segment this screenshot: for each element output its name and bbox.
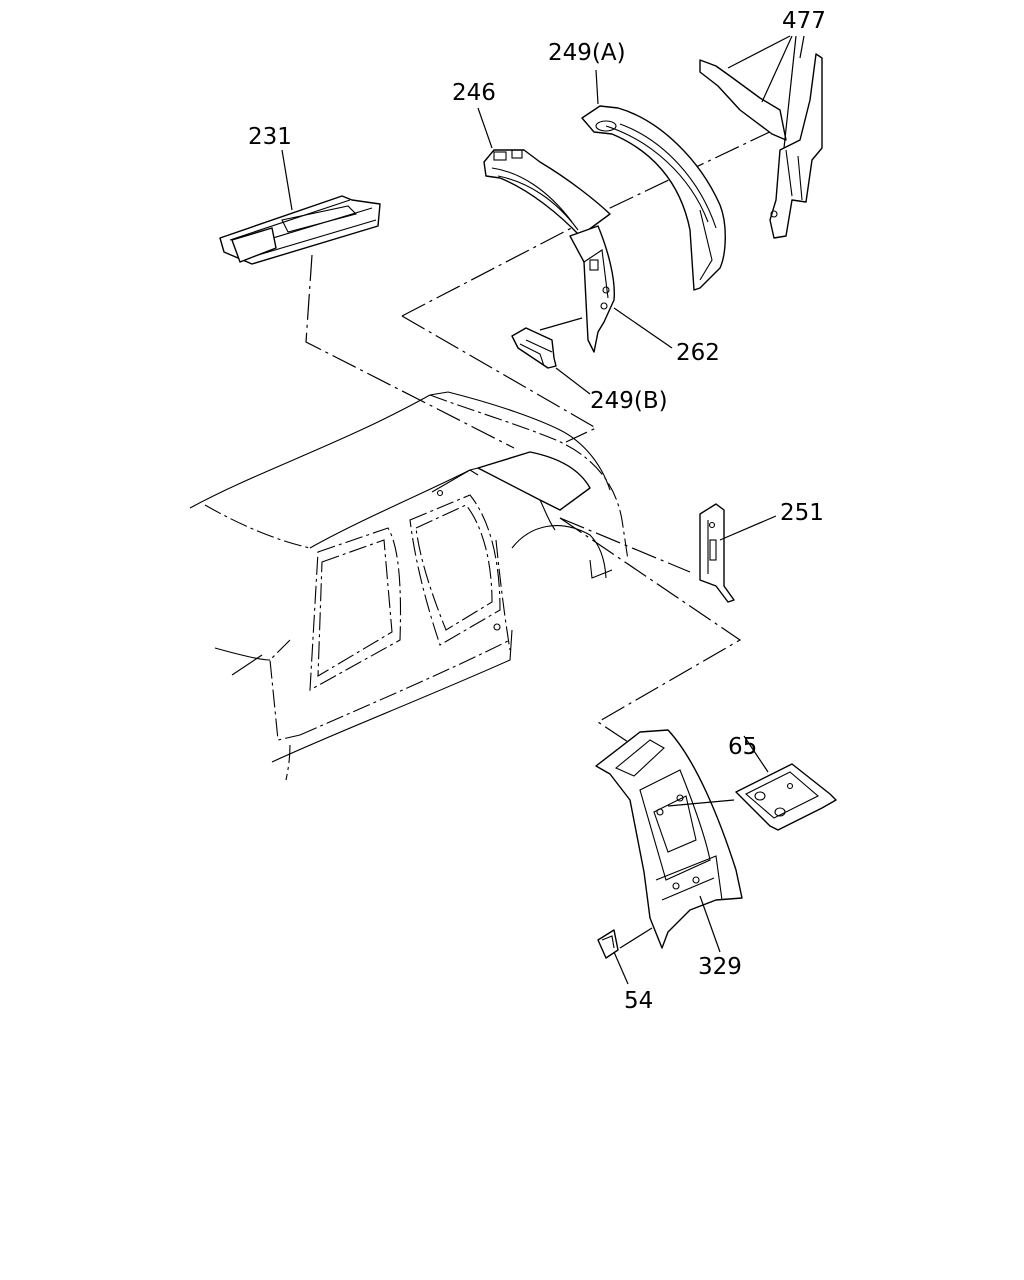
callout-65: 65: [728, 734, 757, 760]
vehicle-body-outline: [189, 391, 629, 781]
part-262-panel: [569, 225, 616, 353]
part-65-plate: [735, 763, 837, 831]
callout-54: 54: [624, 988, 653, 1014]
part-231-rail: [219, 195, 381, 265]
callout-262: 262: [676, 340, 720, 366]
assembly-chain-lines: [305, 127, 779, 743]
callout-249a: 249(A): [548, 40, 626, 66]
callout-251: 251: [780, 500, 824, 526]
part-246-bracket: [483, 149, 611, 237]
part-54-clip: [597, 929, 619, 959]
part-249b-bracket: [511, 327, 557, 369]
callout-249b: 249(B): [590, 388, 668, 414]
part-249a-pillar: [581, 105, 726, 291]
part-251-bracket: [699, 503, 735, 603]
callout-329: 329: [698, 954, 742, 980]
part-329-quarter-panel: [595, 729, 743, 949]
callout-231: 231: [248, 124, 292, 150]
callout-477: 477: [782, 8, 826, 34]
leader-lines: [281, 35, 805, 985]
part-477-brace: [699, 53, 823, 239]
callout-246: 246: [452, 80, 496, 106]
